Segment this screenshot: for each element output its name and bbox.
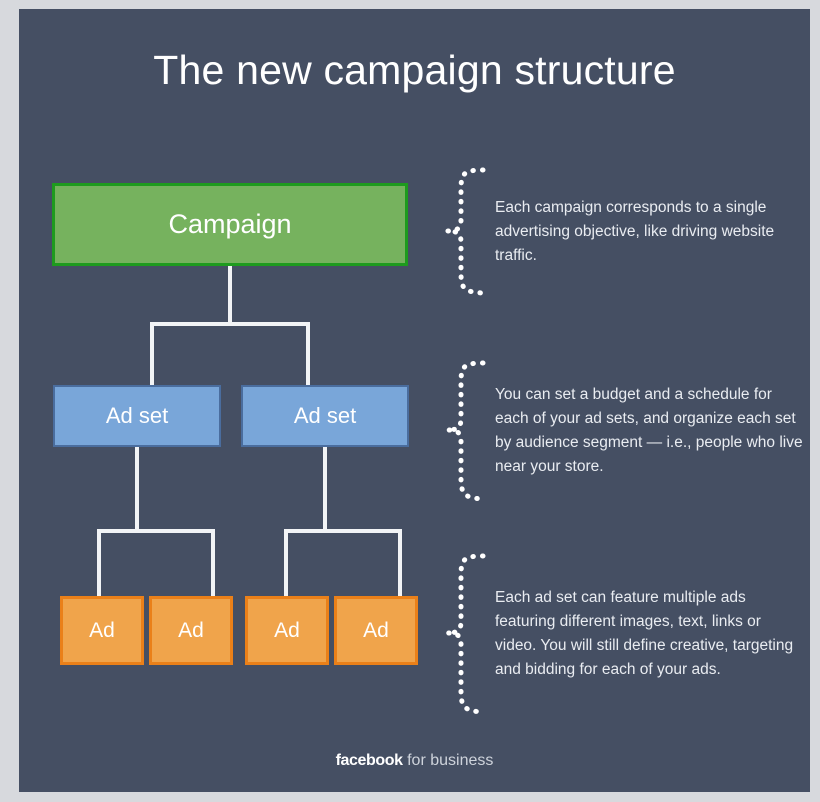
infographic-canvas: The new campaign structure Campaign Ad s… bbox=[19, 9, 810, 792]
node-campaign-label: Campaign bbox=[168, 209, 292, 239]
node-ad-set-2: Ad set bbox=[241, 385, 409, 447]
dotted-brace-icon bbox=[446, 360, 486, 502]
connector-adset1-drop-right bbox=[211, 529, 215, 597]
annotation-campaign: Each campaign corresponds to a single ad… bbox=[443, 164, 805, 299]
page-title: The new campaign structure bbox=[153, 47, 676, 93]
annotation-ad-text: Each ad set can feature multiple ads fea… bbox=[495, 589, 794, 678]
facebook-wordmark: facebook bbox=[335, 752, 403, 769]
dotted-brace-icon bbox=[446, 553, 486, 715]
connector-adset2-stem bbox=[323, 446, 327, 532]
node-ad-set-1: Ad set bbox=[53, 385, 221, 447]
annotation-ad-set-text: You can set a budget and a schedule for … bbox=[495, 386, 803, 475]
node-ad-3-label: Ad bbox=[274, 618, 300, 642]
node-ad-set-1-label: Ad set bbox=[105, 403, 169, 428]
annotation-ad: Each ad set can feature multiple ads fea… bbox=[443, 550, 805, 718]
node-ad-1: Ad bbox=[60, 596, 144, 665]
annotation-ad-set: You can set a budget and a schedule for … bbox=[443, 357, 805, 505]
connector-adset2-drop-left bbox=[284, 529, 288, 597]
connector-campaign-drop-right bbox=[306, 322, 310, 386]
footer-suffix: for business bbox=[402, 752, 494, 769]
connector-campaign-bus bbox=[150, 322, 310, 326]
node-ad-2: Ad bbox=[149, 596, 233, 665]
connector-adset2-bus bbox=[284, 529, 402, 533]
node-ad-4: Ad bbox=[334, 596, 418, 665]
connector-adset1-stem bbox=[135, 446, 139, 532]
node-ad-set-2-label: Ad set bbox=[293, 403, 357, 428]
node-ad-3: Ad bbox=[245, 596, 329, 665]
connector-adset1-drop-left bbox=[97, 529, 101, 597]
annotation-campaign-text: Each campaign corresponds to a single ad… bbox=[495, 198, 775, 264]
connector-adset2-drop-right bbox=[398, 529, 402, 597]
footer-branding: facebook for business bbox=[19, 752, 810, 770]
connector-campaign-drop-left bbox=[150, 322, 154, 386]
node-campaign: Campaign bbox=[52, 183, 408, 266]
node-ad-4-label: Ad bbox=[363, 618, 389, 642]
node-ad-1-label: Ad bbox=[89, 618, 115, 642]
node-ad-2-label: Ad bbox=[178, 618, 204, 642]
connector-adset1-bus bbox=[97, 529, 215, 533]
dotted-brace-icon bbox=[446, 167, 486, 296]
connector-campaign-stem bbox=[228, 265, 232, 325]
